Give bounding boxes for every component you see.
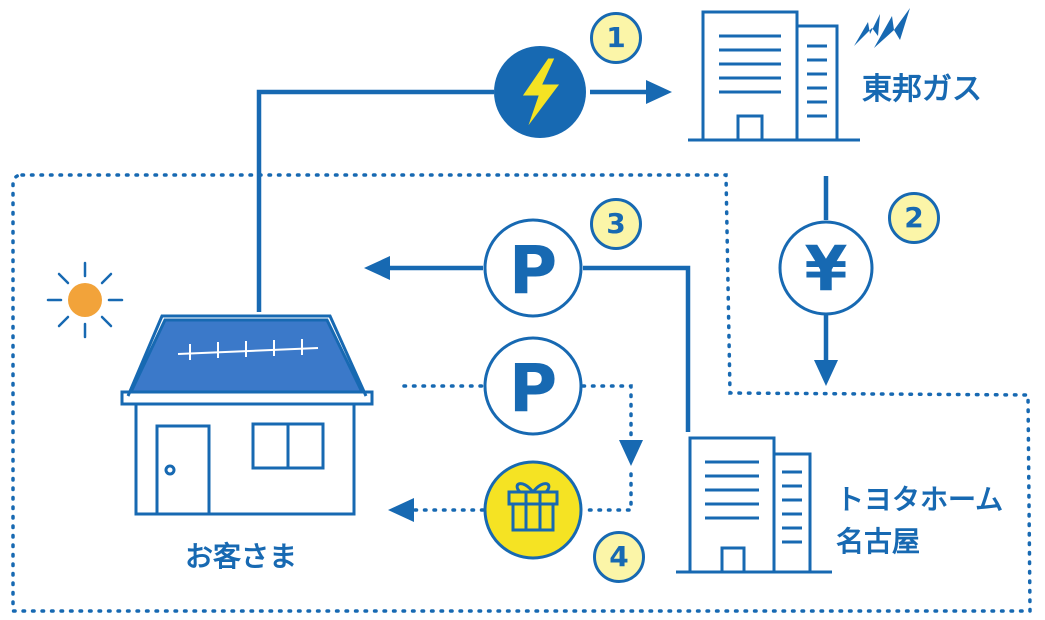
office-building-icon: [676, 436, 832, 574]
point-symbol: P: [509, 350, 557, 427]
point-icon: P: [483, 336, 583, 436]
toho-gas-label: 東邦ガス: [862, 72, 982, 107]
gift-flow-line: [408, 472, 633, 512]
electricity-flow-line: [256, 89, 494, 312]
dotted-boundary: [11, 173, 1032, 613]
arrow-head: [364, 256, 390, 280]
house-icon: [120, 314, 374, 516]
yen-icon: ¥: [778, 220, 874, 316]
office-building-icon: [688, 10, 860, 142]
point-symbol: P: [509, 232, 557, 309]
points-exchange-line: [402, 384, 633, 444]
arrow-head: [646, 80, 672, 104]
step-badge-2: 2: [888, 192, 940, 244]
arrow-head: [619, 440, 643, 466]
toyota-home-label-line2: 名古屋: [836, 525, 921, 558]
toyota-home-label-line1: トヨタホーム: [836, 483, 1004, 516]
arrow-head: [814, 360, 838, 386]
arrow-head: [388, 498, 414, 522]
gift-icon: [483, 460, 583, 560]
spark-icon: [854, 8, 910, 48]
step-badge-3: 3: [590, 198, 642, 250]
lightning-icon: [494, 46, 586, 138]
sun-icon: [46, 261, 124, 339]
step-badge-4: 4: [593, 531, 645, 583]
points-flow-line: [390, 265, 691, 432]
step-badge-1: 1: [590, 12, 642, 64]
customer-label: お客さま: [185, 540, 298, 573]
yen-symbol: ¥: [804, 232, 847, 305]
point-icon: P: [483, 218, 583, 318]
